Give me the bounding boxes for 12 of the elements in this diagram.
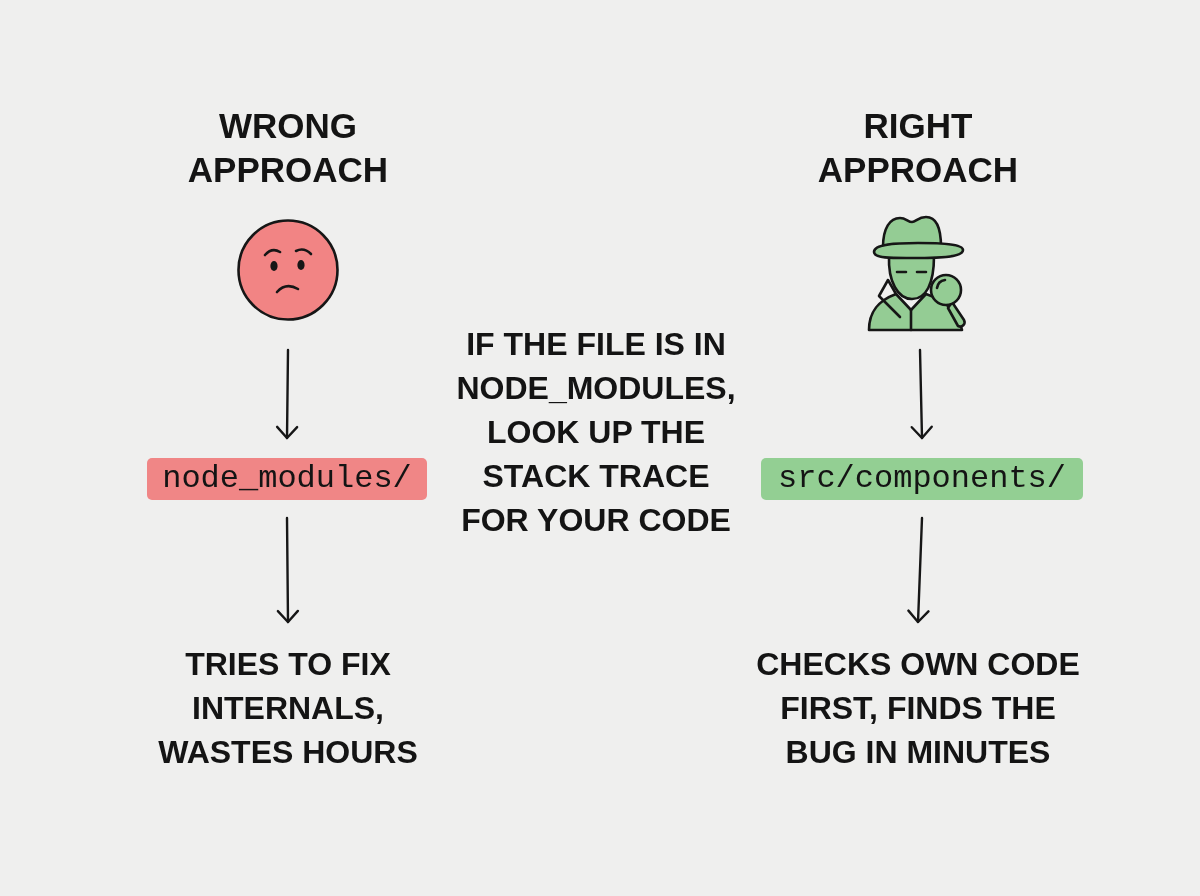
arrow [907,516,930,624]
path-highlight: src/components/ [761,458,1083,500]
column-heading: WRONG APPROACH [186,105,390,191]
arrow [276,516,300,624]
arrow [275,348,299,440]
tip-text: IF THE FILE IS IN NODE_MODULES, LOOK UP THE STACK TRACE FOR YOUR CODE [455,325,737,540]
outcome-text: TRIES TO FIX INTERNALS, WASTES HOURS [123,642,453,774]
path-highlight: node_modules/ [147,458,427,500]
outcome-text: CHECKS OWN CODE FIRST, FINDS THE BUG IN MINUTES [743,642,1093,774]
column-heading: RIGHT APPROACH [816,105,1020,191]
confused-face-icon [236,218,340,322]
arrow [910,348,933,440]
